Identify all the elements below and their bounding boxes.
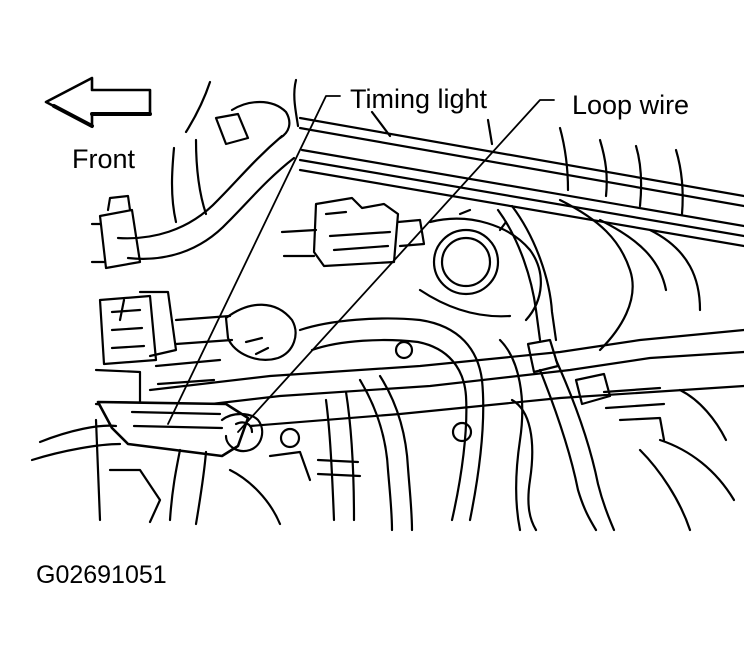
timing-light-clamp [30, 400, 264, 526]
front-arrow-icon [44, 76, 152, 128]
lower-hoses [298, 204, 736, 532]
throttle-body [418, 208, 542, 322]
left-bracket [94, 290, 234, 410]
front-label: Front [72, 144, 136, 174]
coil-assembly [280, 196, 426, 268]
figure-code-label: G02691051 [36, 561, 167, 589]
radiator-hose [90, 100, 296, 270]
intake-manifold [184, 78, 744, 352]
lower-engine [94, 298, 312, 526]
cylinder-head [148, 303, 744, 449]
leader-lines [167, 95, 555, 433]
loop-wire-label: Loop wire [572, 90, 690, 120]
timing-light-label: Timing light [350, 84, 488, 114]
